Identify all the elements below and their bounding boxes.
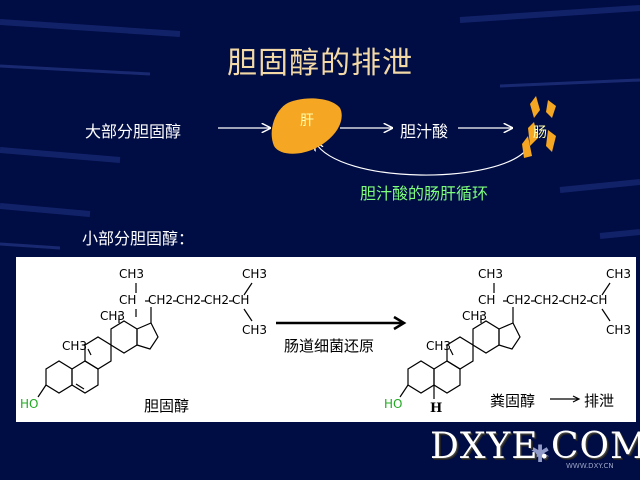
ch2-label: CH2 bbox=[534, 293, 560, 307]
ch3-label: CH3 bbox=[242, 323, 268, 337]
ch3-label: CH3 bbox=[119, 267, 145, 281]
ch3-label: CH3 bbox=[462, 309, 488, 323]
liver-label: 肝 bbox=[300, 113, 314, 129]
reaction-condition-label: 肠道细菌还原 bbox=[284, 337, 375, 355]
cholesterol-name: 胆固醇 bbox=[144, 397, 190, 415]
ch2-label: CH2 bbox=[176, 293, 202, 307]
reaction-panel: CH3 CH CH2 CH2 CH2 CH CH3 CH3 CH3 CH3 HO… bbox=[16, 257, 636, 422]
slide-title: 胆固醇的排泄 bbox=[227, 46, 413, 81]
ch-label: CH bbox=[590, 293, 608, 307]
bile-acid-label: 胆汁酸 bbox=[400, 122, 449, 141]
ch2-label: CH2 bbox=[562, 293, 588, 307]
enterohepatic-cycle-arrow bbox=[315, 142, 529, 176]
ch2-label: CH2 bbox=[204, 293, 230, 307]
ch3-label: CH3 bbox=[62, 339, 88, 353]
excretion-label: 排泄 bbox=[584, 392, 615, 410]
watermark: DXYE.COM bbox=[430, 426, 640, 467]
ho-label: HO bbox=[384, 397, 403, 411]
ch3-label: CH3 bbox=[242, 267, 268, 281]
major-cholesterol-label: 大部分胆固醇 bbox=[85, 122, 182, 141]
intestine-shape bbox=[522, 96, 556, 158]
ch3-label: CH3 bbox=[478, 267, 504, 281]
ch-label: CH bbox=[478, 293, 496, 307]
ch3-label: CH3 bbox=[100, 309, 126, 323]
cholesterol-side-chain bbox=[135, 282, 253, 322]
ch-label: CH bbox=[232, 293, 250, 307]
coprostanol-ring-system bbox=[399, 307, 521, 399]
ho-label: HO bbox=[20, 397, 39, 411]
h-label: H bbox=[430, 401, 443, 416]
ch2-label: CH2 bbox=[506, 293, 532, 307]
minor-cholesterol-heading: 小部分胆固醇： bbox=[82, 229, 195, 248]
ch-label: CH bbox=[119, 293, 137, 307]
snowflake-icon: ✱ bbox=[530, 440, 551, 468]
watermark-url: WWW.DXY.CN bbox=[566, 462, 614, 470]
ch3-label: CH3 bbox=[426, 339, 452, 353]
ch3-label: CH3 bbox=[606, 267, 632, 281]
enterohepatic-cycle-label: 胆汁酸的肠肝循环 bbox=[360, 184, 489, 203]
ch2-label: CH2 bbox=[148, 293, 174, 307]
coprostanol-name: 粪固醇 bbox=[490, 392, 536, 410]
liver-shape bbox=[271, 98, 342, 154]
reaction-structures bbox=[37, 282, 611, 403]
coprostanol-side-chain bbox=[493, 282, 611, 322]
ch3-label: CH3 bbox=[606, 323, 632, 337]
cholesterol-ring-system bbox=[37, 307, 159, 398]
intestine-label: 肠 bbox=[533, 125, 547, 141]
